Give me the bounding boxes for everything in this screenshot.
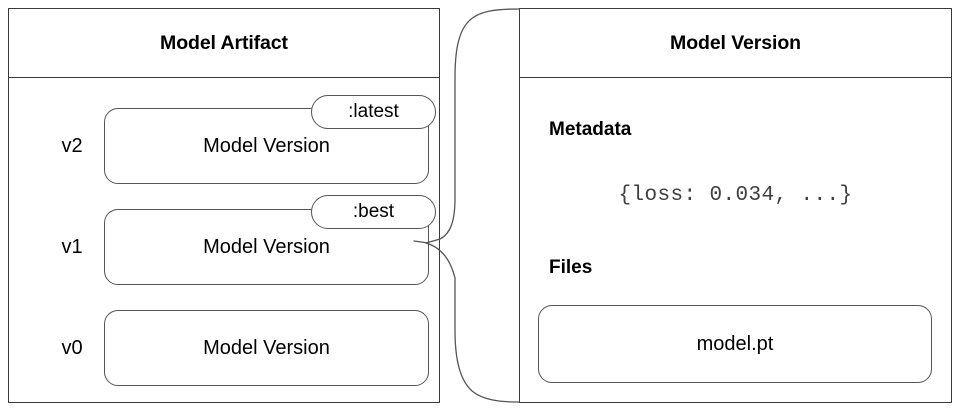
model-artifact-header: Model Artifact [9, 9, 439, 78]
version-row-v1: v1 Model Version :best [9, 195, 439, 285]
model-version-body: Metadata {loss: 0.034, ...} Files model.… [520, 78, 951, 402]
metadata-value: {loss: 0.034, ...} [618, 184, 853, 207]
model-artifact-body: v2 Model Version :latest v1 Model Versio… [9, 78, 439, 402]
model-artifact-title: Model Artifact [160, 31, 288, 54]
version-label-v1: v1 [61, 235, 83, 258]
model-version-panel: Model Version Metadata {loss: 0.034, ...… [519, 8, 952, 403]
model-version-box-v0-label: Model Version [203, 336, 330, 359]
file-item-model-pt-label: model.pt [696, 332, 774, 355]
metadata-heading: Metadata [549, 119, 632, 140]
files-heading: Files [549, 257, 593, 278]
model-version-box-v1-label: Model Version [203, 235, 330, 258]
version-row-v2: v2 Model Version :latest [9, 95, 439, 184]
tag-pill-latest[interactable]: :latest [311, 95, 436, 129]
tag-pill-best-label: :best [352, 201, 395, 222]
tag-pill-latest-label: :latest [348, 101, 399, 122]
model-version-box-v0[interactable]: Model Version [104, 310, 429, 386]
tag-pill-best[interactable]: :best [311, 195, 436, 229]
model-version-box-v2-label: Model Version [203, 134, 330, 157]
model-version-title: Model Version [670, 31, 801, 54]
version-label-v0: v0 [61, 336, 83, 359]
model-version-header: Model Version [520, 9, 951, 78]
version-label-v2: v2 [61, 134, 83, 157]
model-artifact-panel: Model Artifact v2 Model Version :latest … [8, 8, 440, 403]
file-item-model-pt[interactable]: model.pt [538, 305, 932, 383]
version-row-v0: v0 Model Version [9, 310, 439, 386]
